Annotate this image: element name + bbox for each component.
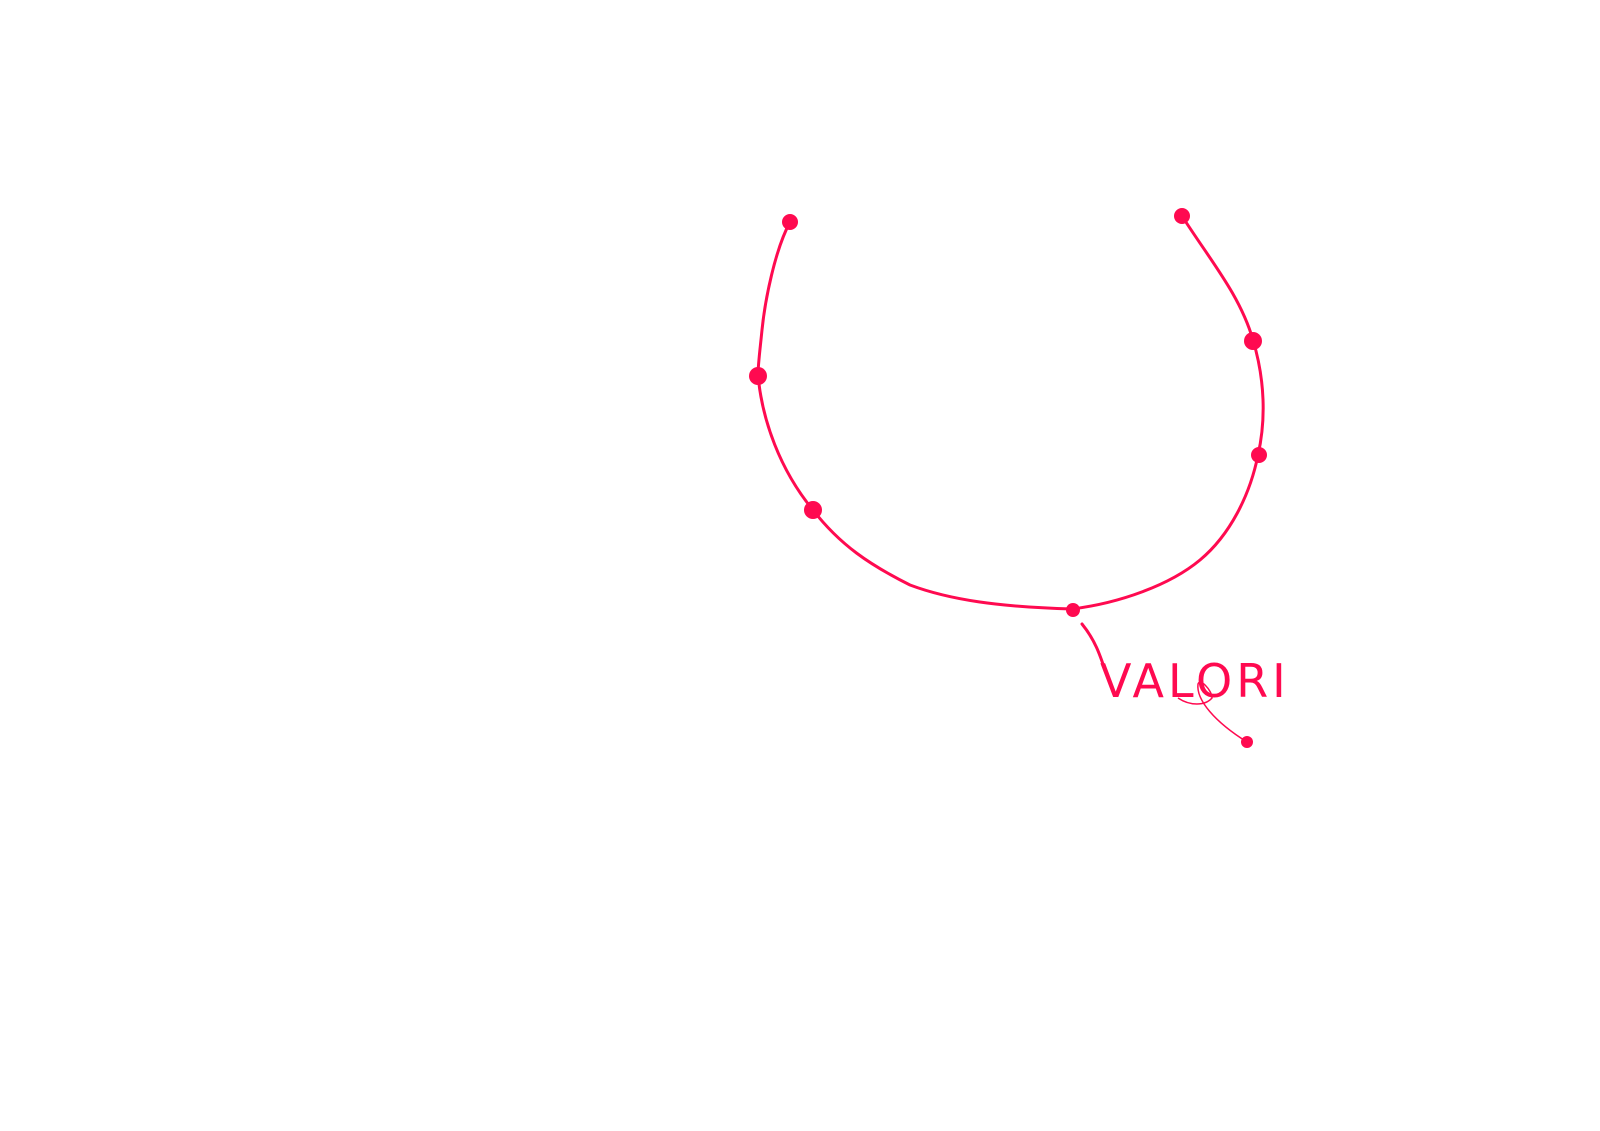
arc-curve	[756, 214, 1265, 611]
node-dot	[782, 214, 798, 230]
node-dot	[804, 501, 822, 519]
node-dot	[1251, 447, 1267, 463]
label-pointer-line	[1080, 622, 1107, 672]
node-dot	[1174, 208, 1190, 224]
label-connector-loop	[1177, 681, 1248, 743]
node-dot	[749, 367, 767, 385]
arc-nodes	[749, 208, 1267, 748]
node-dot	[1066, 603, 1080, 617]
valori-label: VALORI	[1100, 654, 1290, 708]
node-dot	[1244, 332, 1262, 350]
